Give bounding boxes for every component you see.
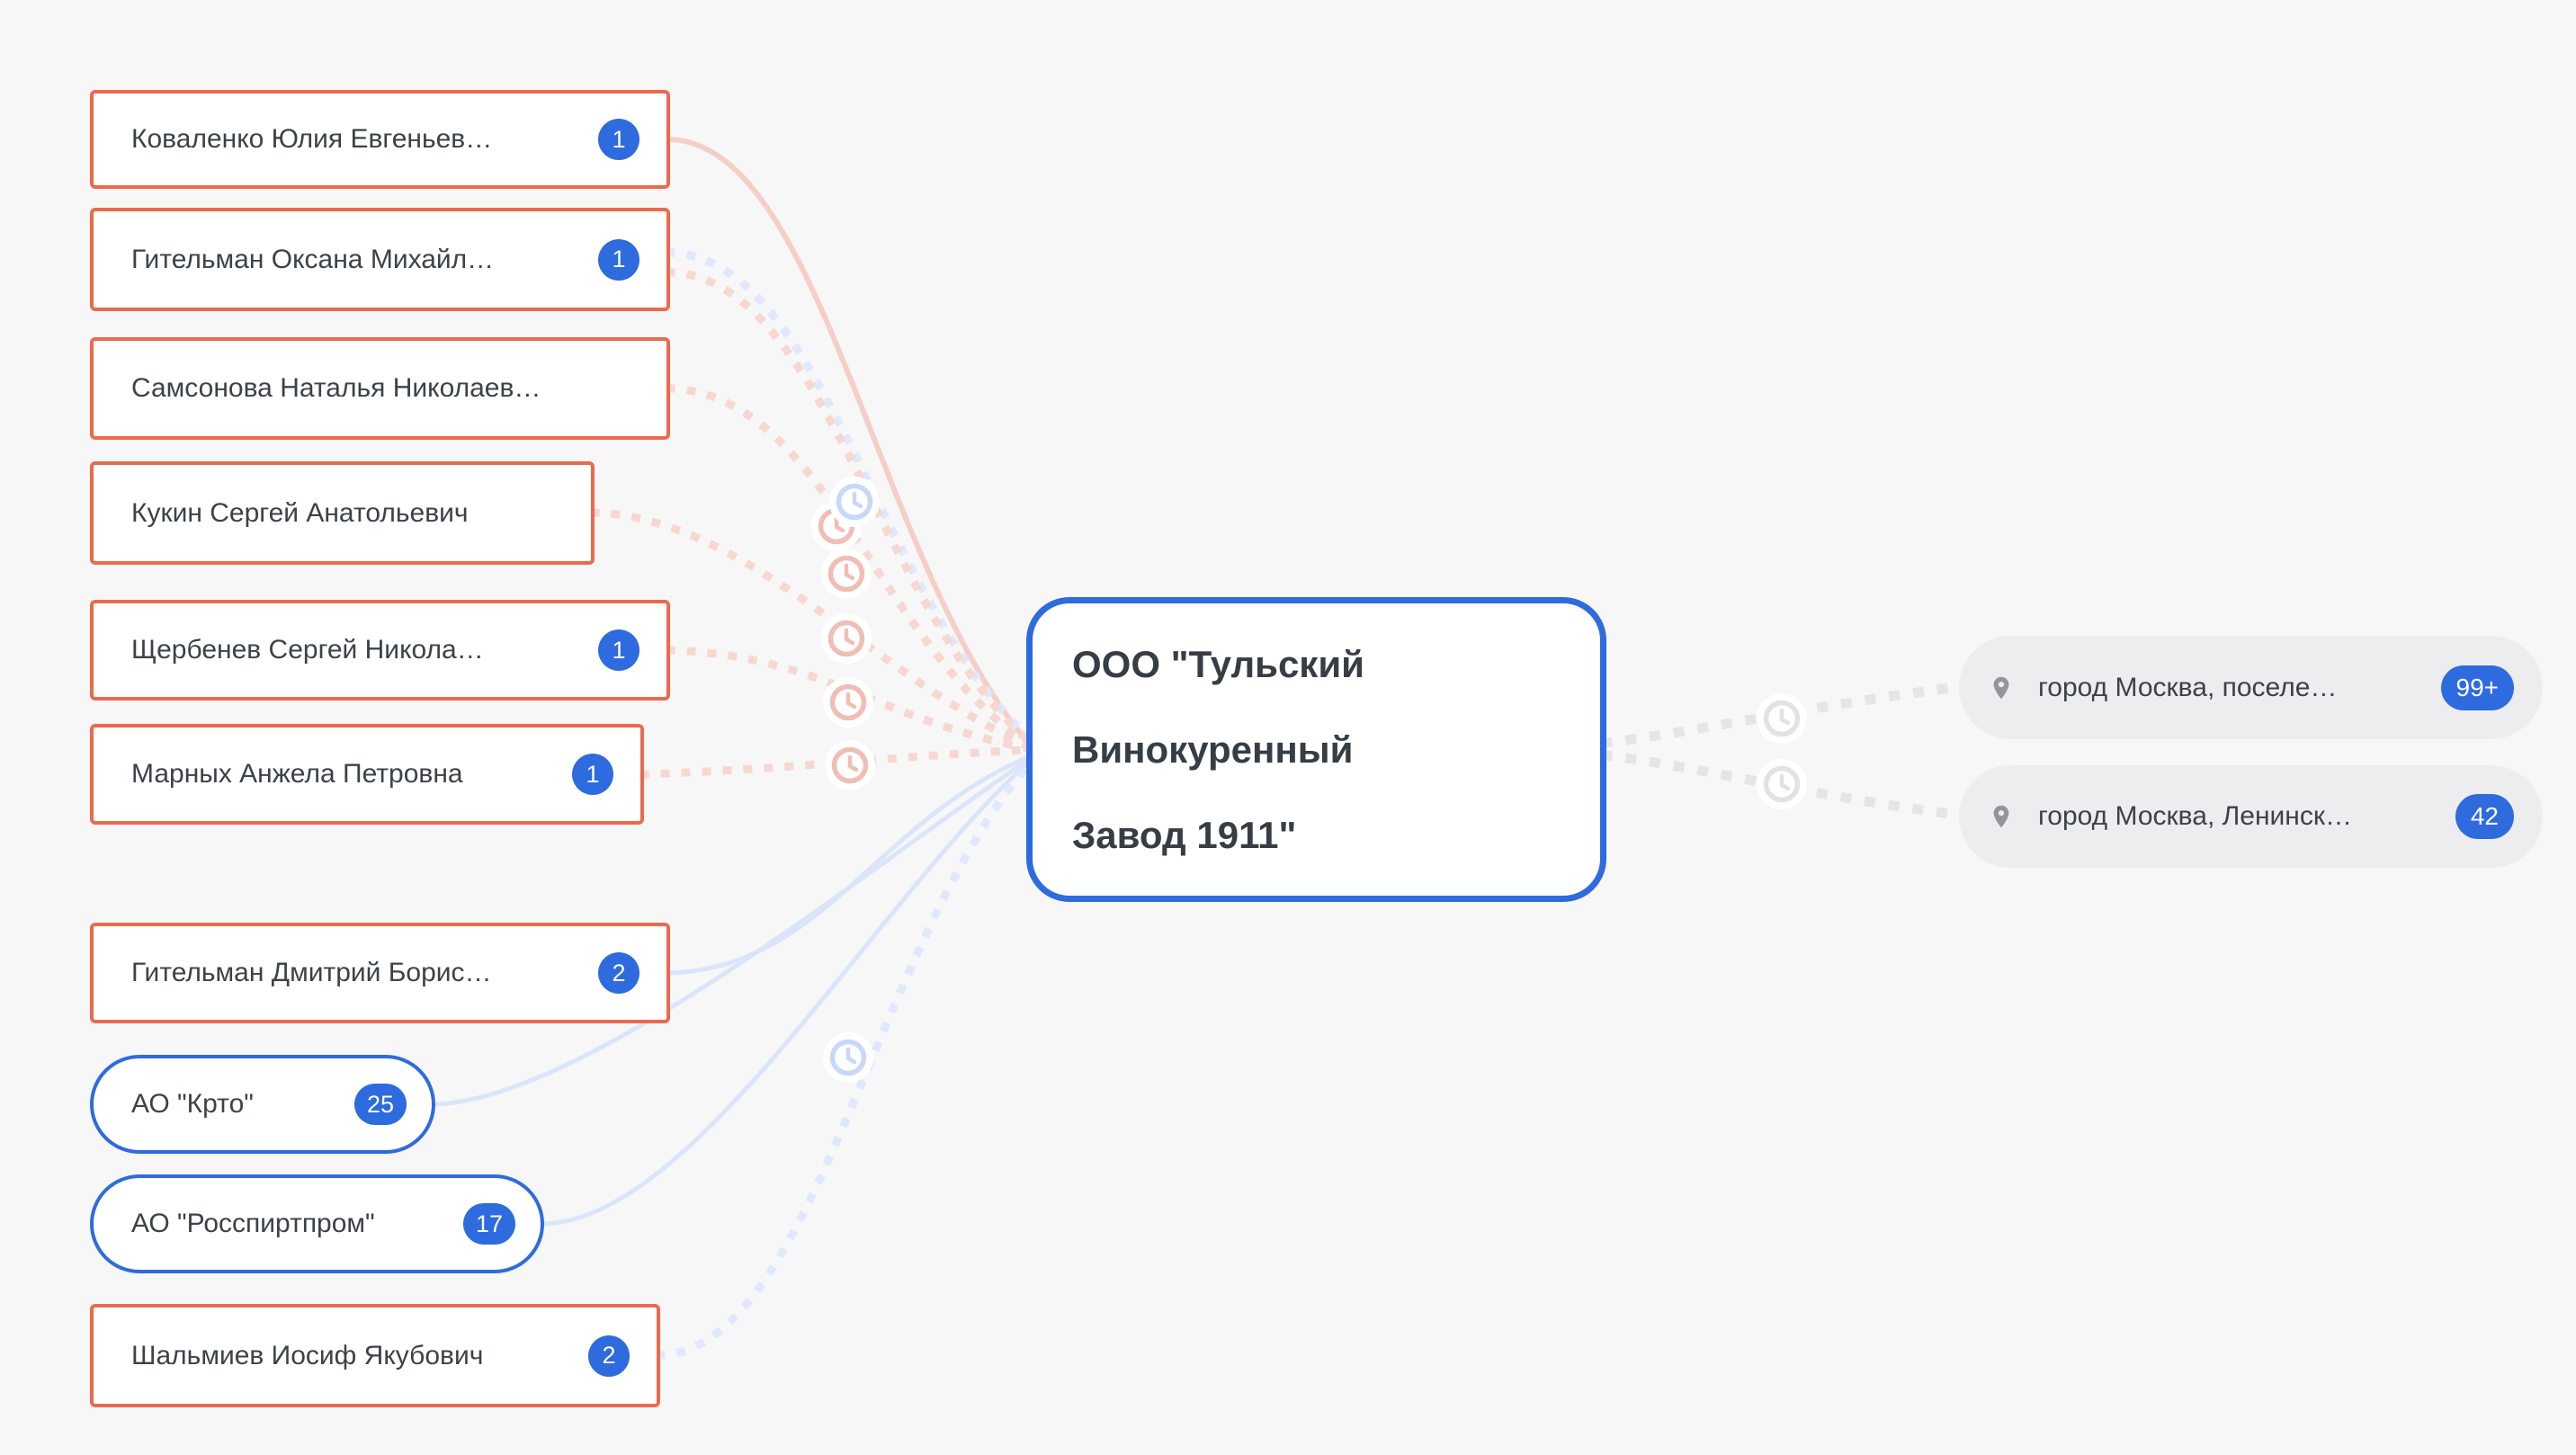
node-label: город Москва, поселе… xyxy=(2038,672,2338,702)
clock-icon xyxy=(821,549,872,599)
node-marnykh[interactable]: Марных Анжела Петровна 1 xyxy=(90,724,644,825)
node-label: город Москва, Ленинск… xyxy=(2038,801,2352,831)
connection-count-badge[interactable]: 99+ xyxy=(2440,665,2514,710)
connection-count-badge[interactable]: 1 xyxy=(598,119,640,160)
node-shcherbenev[interactable]: Щербенев Сергей Никола… 1 xyxy=(90,600,670,701)
clock-icon xyxy=(1757,693,1807,744)
edge-kovalenko-center xyxy=(667,137,1031,745)
clock-icon xyxy=(829,477,880,527)
edge-marnykh-center xyxy=(640,745,1033,779)
node-label: Щербенев Сергей Никола… xyxy=(131,635,484,665)
clock-icon xyxy=(823,677,873,728)
node-address-2[interactable]: город Москва, Ленинск… 42 xyxy=(1959,765,2543,868)
node-kovalenko[interactable]: Коваленко Юлия Евгеньев… 1 xyxy=(90,90,670,189)
center-node-title-line: Завод 1911" xyxy=(1072,814,1297,856)
connection-count-badge[interactable]: 1 xyxy=(598,238,640,281)
clock-icon xyxy=(1757,759,1807,809)
node-gitelman-dmitriy[interactable]: Гительман Дмитрий Борис… 2 xyxy=(90,923,670,1023)
clock-icon xyxy=(821,613,872,664)
node-label: Самсонова Наталья Николаев… xyxy=(131,373,541,403)
clock-icon xyxy=(825,740,875,790)
node-label: Гительман Дмитрий Борис… xyxy=(131,958,492,987)
node-samsonova[interactable]: Самсонова Наталья Николаев… xyxy=(90,337,670,440)
node-gitelman-oksana[interactable]: Гительман Оксана Михайл… 1 xyxy=(90,208,670,311)
edge-gitelman-oksana-center xyxy=(666,268,1034,747)
center-node-title-line: Винокуренный xyxy=(1072,728,1354,771)
node-shalmiev[interactable]: Шальмиев Иосиф Якубович 2 xyxy=(90,1304,660,1407)
connection-count-badge[interactable]: 25 xyxy=(353,1084,407,1125)
node-kukin[interactable]: Кукин Сергей Анатольевич xyxy=(90,461,595,565)
node-label: Шальмиев Иосиф Якубович xyxy=(131,1340,484,1370)
edge-gitelman-oksana-center xyxy=(666,248,1034,744)
edge-shalmiev-center xyxy=(656,759,1034,1360)
edge-kukin-center xyxy=(590,508,1033,752)
connection-count-badge[interactable]: 2 xyxy=(588,1334,630,1377)
node-krto[interactable]: АО "Крто" 25 xyxy=(90,1055,435,1154)
node-label: АО "Росспиртпром" xyxy=(131,1209,375,1238)
node-rosspirtprom[interactable]: АО "Росспиртпром" 17 xyxy=(90,1174,544,1273)
connection-count-badge[interactable]: 17 xyxy=(462,1203,515,1245)
edge-krto-center xyxy=(433,757,1031,1107)
node-label: Гительман Оксана Михайл… xyxy=(131,244,495,274)
connection-count-badge[interactable]: 1 xyxy=(572,754,613,795)
node-label: Коваленко Юлия Евгеньев… xyxy=(131,124,493,154)
clock-icon xyxy=(823,1032,873,1083)
connection-count-badge[interactable]: 1 xyxy=(598,629,640,671)
location-pin-icon xyxy=(1993,805,2009,828)
connection-count-badge[interactable]: 2 xyxy=(598,952,640,994)
node-label: АО "Крто" xyxy=(131,1089,254,1119)
center-node-title-line: ООО "Тульский xyxy=(1072,643,1364,685)
location-pin-icon xyxy=(1993,676,2009,699)
edge-rosspirtprom-center xyxy=(541,760,1031,1227)
edge-samsonova-center xyxy=(666,384,1034,751)
node-label: Кукин Сергей Анатольевич xyxy=(131,497,469,528)
node-label: Марных Анжела Петровна xyxy=(131,759,463,789)
node-address-1[interactable]: город Москва, поселе… 99+ xyxy=(1959,636,2543,739)
connection-count-badge[interactable]: 42 xyxy=(2455,794,2514,839)
